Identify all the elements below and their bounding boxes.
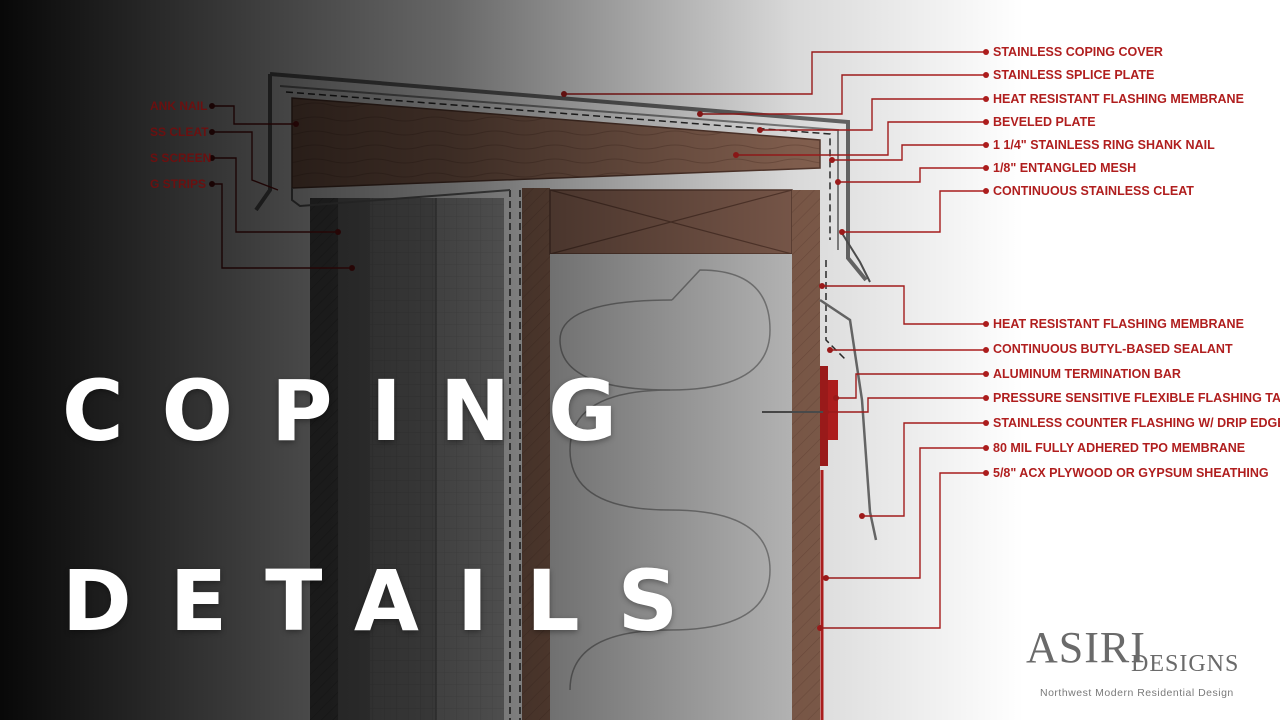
label-entangled-mesh: 1/8" ENTANGLED MESH xyxy=(993,161,1137,175)
logo-designs: DESIGNS xyxy=(1131,651,1240,677)
label-counter-flashing: STAINLESS COUNTER FLASHING W/ DRIP EDGE xyxy=(993,416,1280,430)
label-flashing-tape: PRESSURE SENSITIVE FLEXIBLE FLASHING TAP… xyxy=(993,391,1280,405)
label-beveled-plate: BEVELED PLATE xyxy=(993,115,1096,129)
left-label-cleat: SS CLEAT xyxy=(150,125,209,139)
left-label-screen: S SCREEN xyxy=(150,151,212,165)
label-flashing-membrane-top: HEAT RESISTANT FLASHING MEMBRANE xyxy=(993,92,1244,106)
label-butyl-sealant: CONTINUOUS BUTYL-BASED SEALANT xyxy=(993,342,1233,356)
label-splice-plate: STAINLESS SPLICE PLATE xyxy=(993,68,1155,82)
label-ring-shank-nail: 1 1/4" STAINLESS RING SHANK NAIL xyxy=(993,138,1215,152)
label-tpo-membrane: 80 MIL FULLY ADHERED TPO MEMBRANE xyxy=(993,441,1246,455)
label-termination-bar: ALUMINUM TERMINATION BAR xyxy=(993,367,1181,381)
label-stainless-cleat: CONTINUOUS STAINLESS CLEAT xyxy=(993,184,1194,198)
title-line-2: DETAILS xyxy=(62,552,717,650)
logo-tagline: Northwest Modern Residential Design xyxy=(1040,687,1234,699)
logo-asiri: ASIRI xyxy=(1026,623,1146,672)
label-flashing-membrane-wall: HEAT RESISTANT FLASHING MEMBRANE xyxy=(993,317,1244,331)
title-line-1: COPING xyxy=(62,362,656,460)
left-label-nail: ANK NAIL xyxy=(150,99,208,113)
label-coping-cover: STAINLESS COPING COVER xyxy=(993,45,1163,59)
label-plywood-sheathing: 5/8" ACX PLYWOOD OR GYPSUM SHEATHING xyxy=(993,466,1269,480)
left-label-strips: G STRIPS xyxy=(150,177,207,191)
